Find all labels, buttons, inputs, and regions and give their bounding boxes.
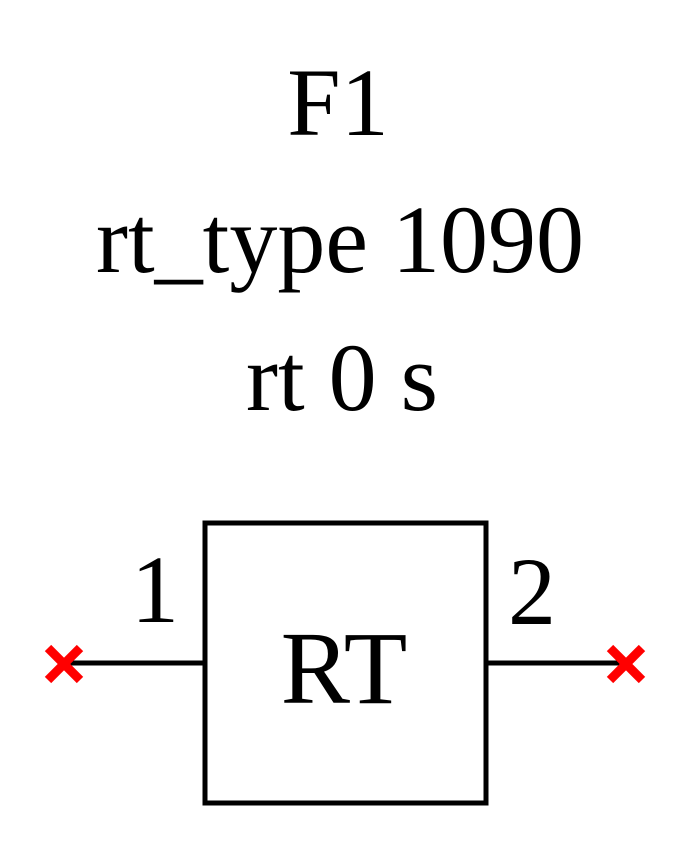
port-1-x-mark-icon[interactable] xyxy=(44,644,84,684)
component-name: F1 xyxy=(287,49,388,156)
port-1-label: 1 xyxy=(131,536,179,643)
component-param-line: rt 0 s xyxy=(246,324,438,431)
component-body[interactable] xyxy=(202,520,489,806)
component-type-line: rt_type 1090 xyxy=(96,186,584,293)
port-2-x-mark-icon[interactable] xyxy=(606,644,646,684)
port-2-label: 2 xyxy=(508,538,556,645)
component-body-label: RT xyxy=(281,611,408,726)
